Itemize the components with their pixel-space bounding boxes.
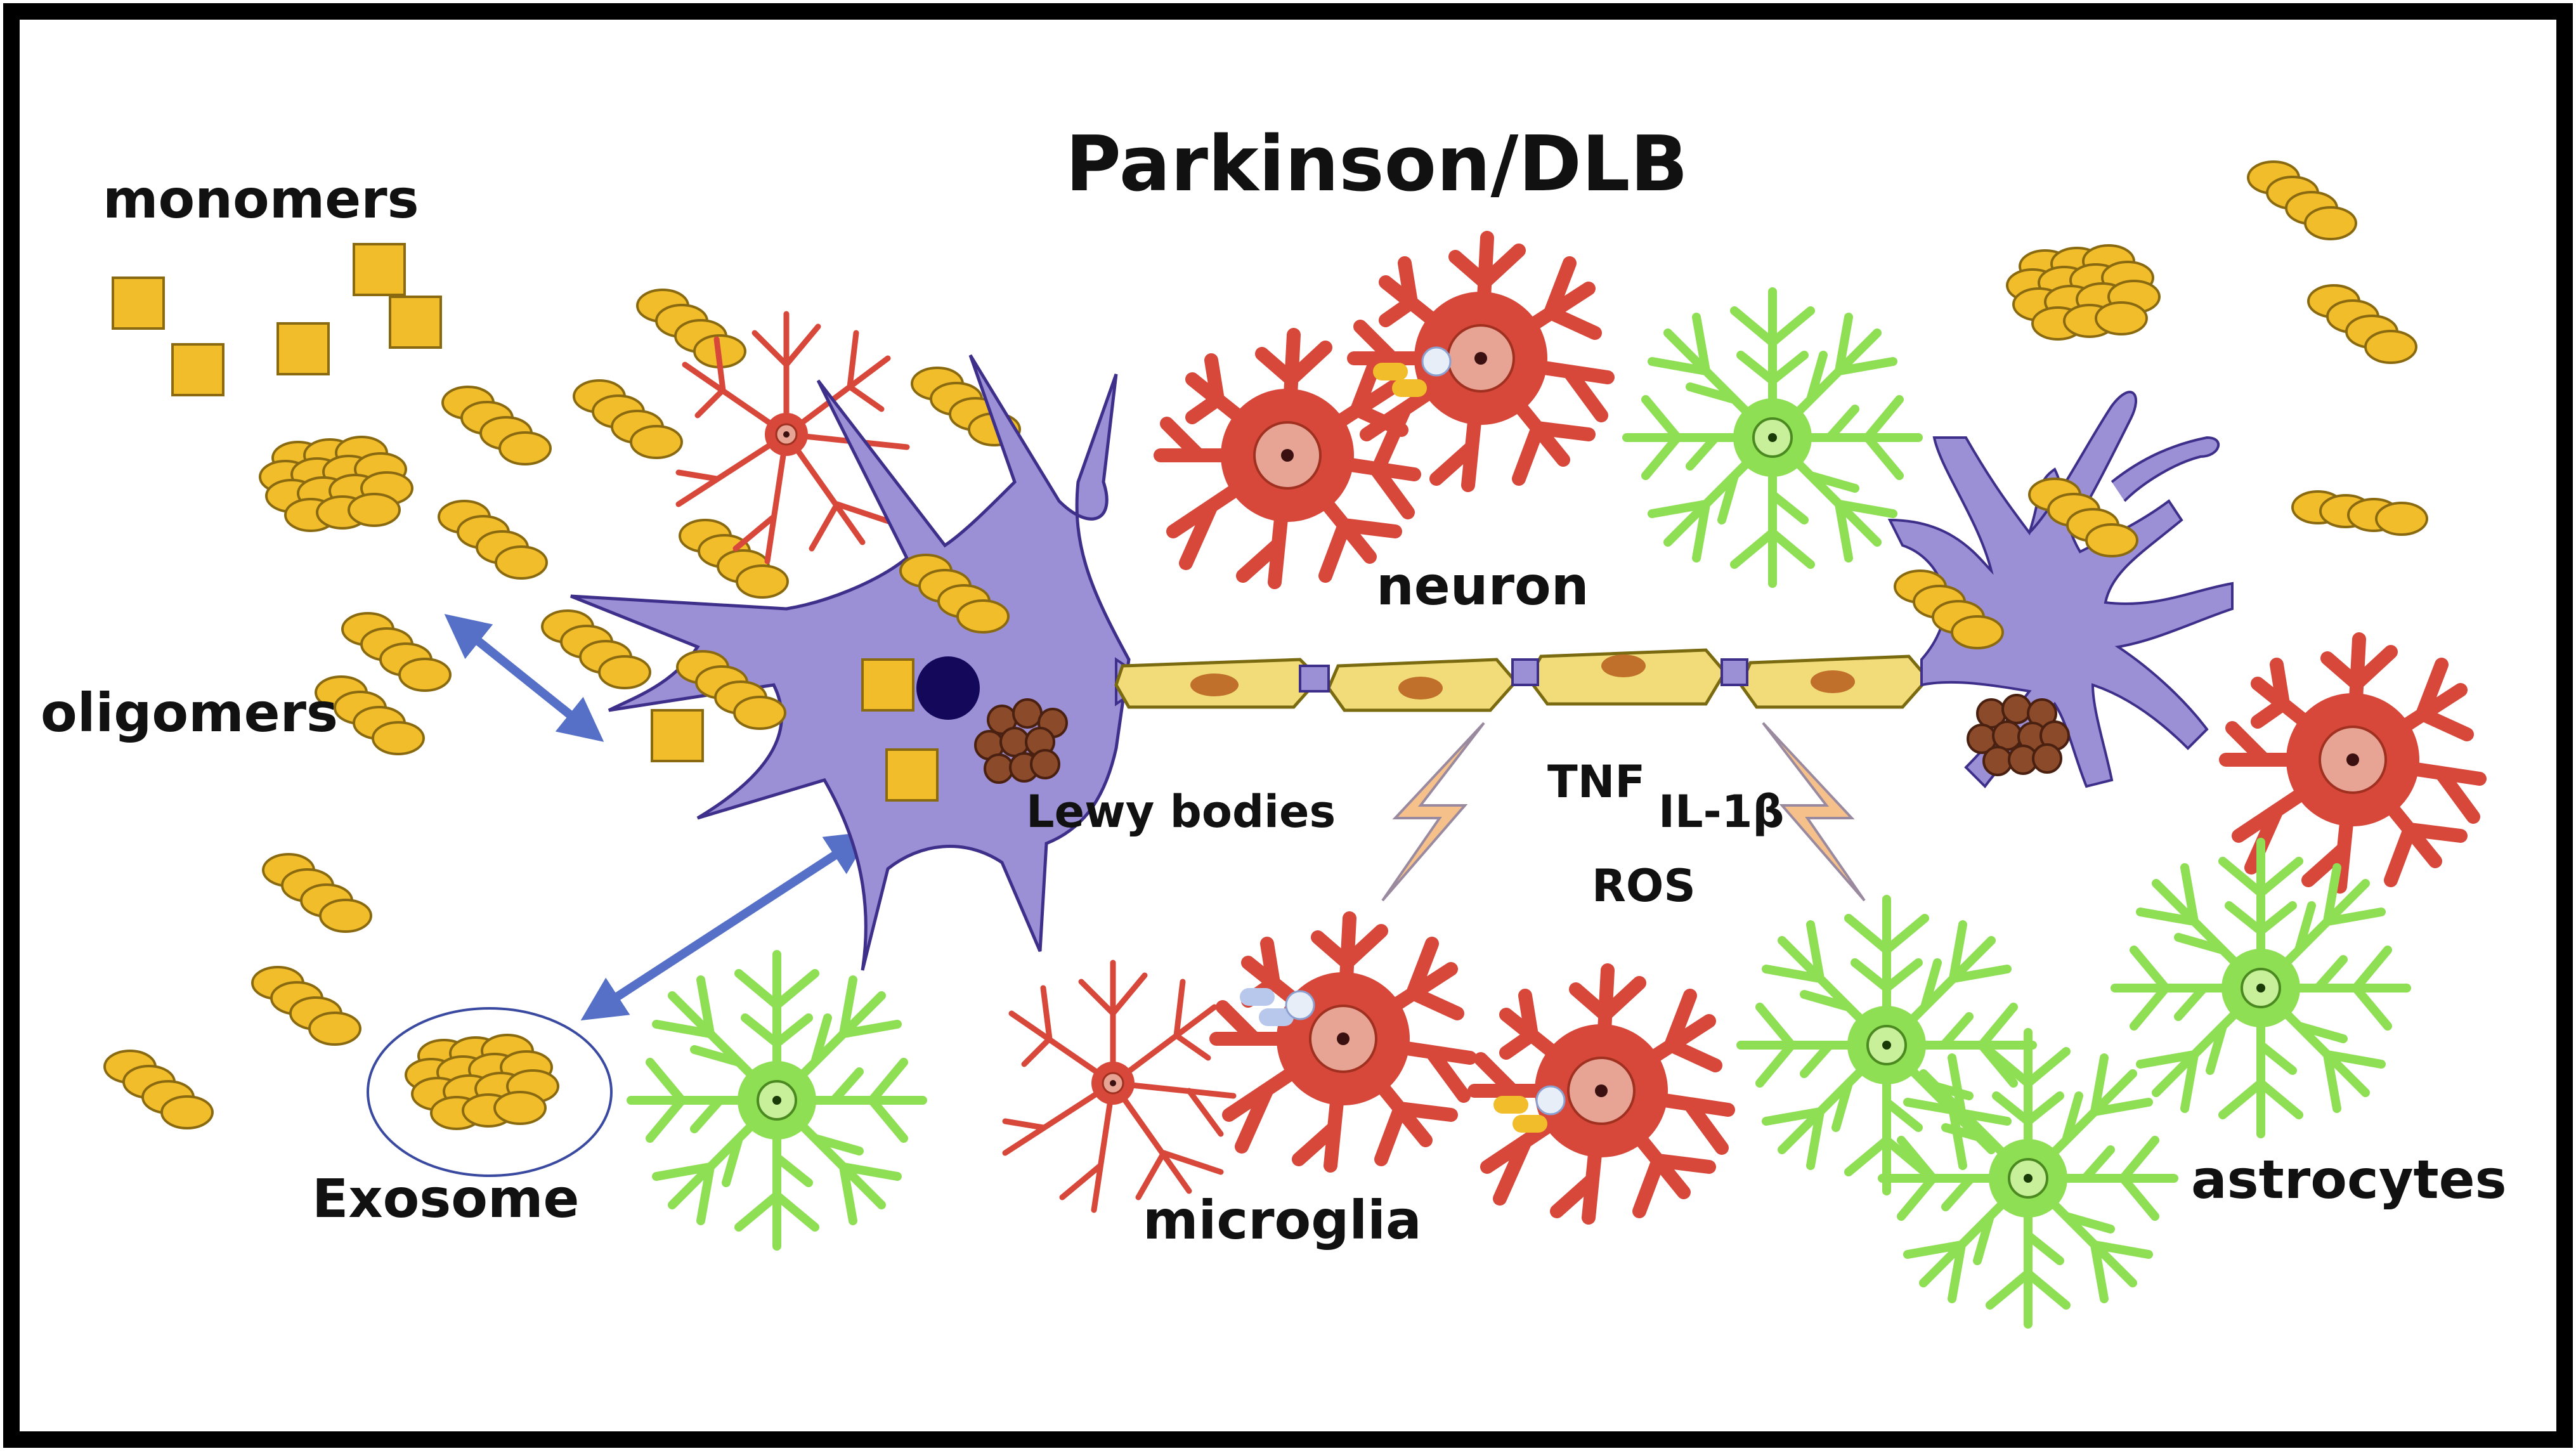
label-monomers: monomers	[103, 168, 419, 230]
astrocyte-cell	[1741, 899, 2033, 1191]
lewy-bodies-terminal	[1967, 694, 2070, 776]
label-il1b: IL-1β	[1658, 786, 1785, 838]
microglia-cell	[1474, 970, 1728, 1218]
frame-border	[3, 3, 2573, 1448]
monomer-squares	[112, 243, 442, 396]
phagocytosed-debris	[1240, 346, 1566, 1133]
label-lewy-bodies: Lewy bodies	[1026, 786, 1336, 838]
astrocyte-cell	[2115, 842, 2407, 1134]
microglia-cell	[1005, 963, 1233, 1210]
label-astrocytes: astrocytes	[2191, 1148, 2507, 1211]
microglia-cell	[1216, 918, 1470, 1166]
label-microglia: microglia	[1143, 1189, 1422, 1251]
astrocyte-cell	[631, 954, 923, 1246]
label-tnf: TNF	[1547, 756, 1646, 808]
neuron-nucleus	[916, 656, 980, 720]
microglia-cell	[1354, 238, 1608, 485]
double-arrow-icon	[580, 831, 872, 1021]
axon	[1114, 648, 1930, 712]
label-neuron: neuron	[1376, 555, 1589, 617]
neuron-soma	[570, 354, 1131, 971]
label-oligomers: oligomers	[41, 682, 339, 744]
astrocyte-cell	[1882, 1032, 2174, 1324]
lewy-bodies-cluster	[974, 698, 1068, 784]
astrocyte-cell	[1627, 292, 1918, 583]
double-arrow-icon	[444, 614, 604, 742]
label-exosome: Exosome	[312, 1168, 580, 1230]
diagram-title: Parkinson/DLB	[1065, 120, 1688, 209]
lightning-icon	[1381, 722, 1485, 902]
label-ros: ROS	[1592, 860, 1696, 912]
